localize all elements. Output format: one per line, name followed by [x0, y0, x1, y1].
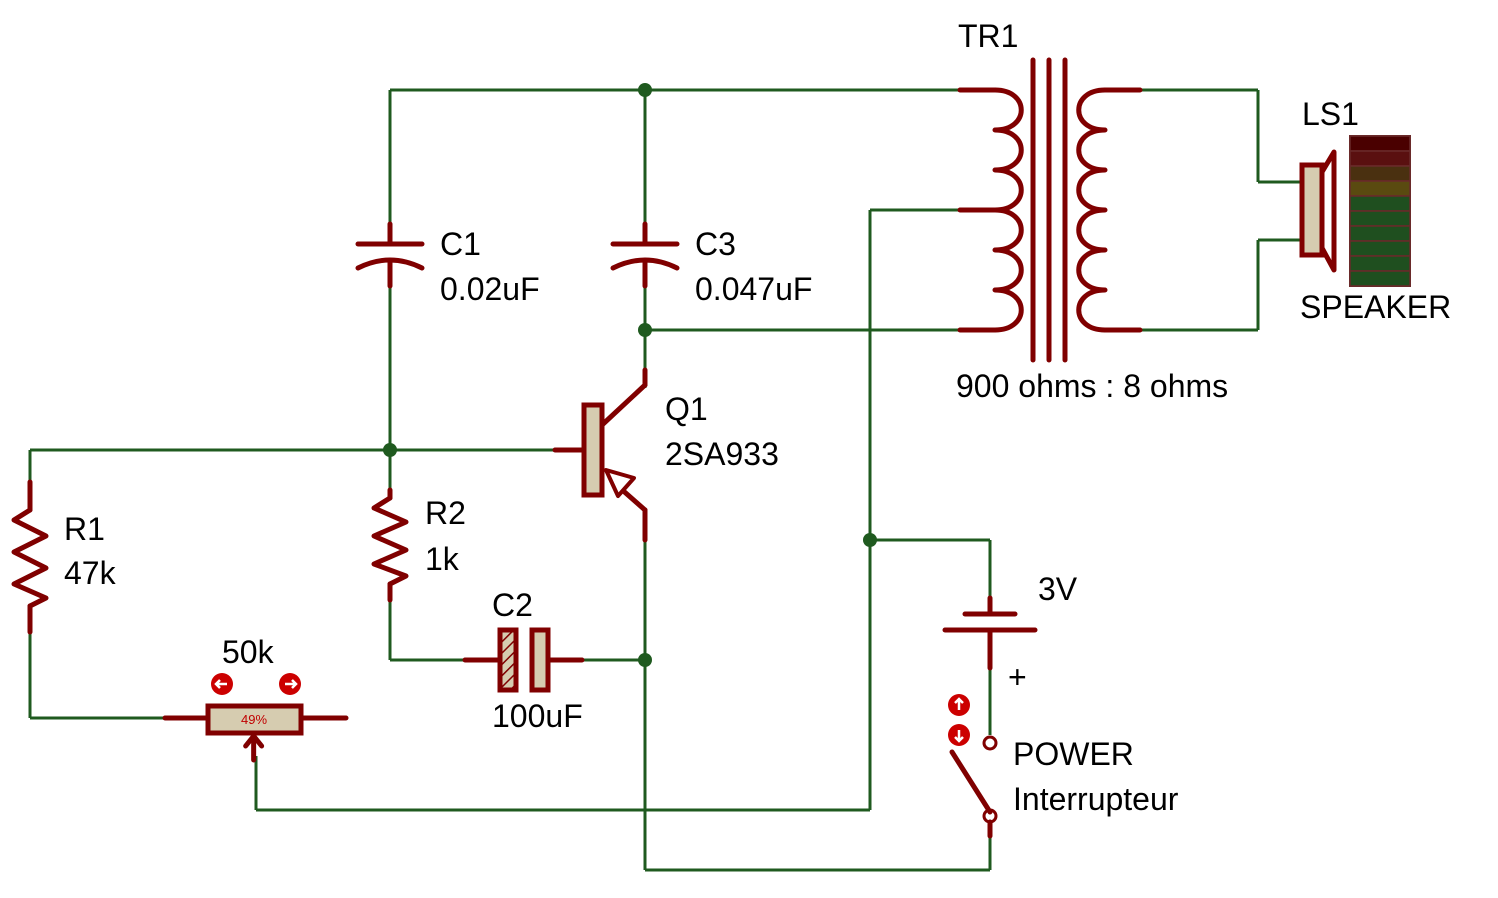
switch-value-label: Interrupteur — [1013, 781, 1179, 817]
level-meter-segment — [1349, 165, 1411, 182]
r2-ref-label: R2 — [425, 495, 466, 531]
junction-top — [638, 83, 652, 97]
capacitor-c3[interactable] — [610, 221, 680, 289]
tr1-value-label: 900 ohms : 8 ohms — [956, 368, 1228, 404]
arrow-left-icon — [214, 679, 227, 689]
c2-value-label: 100uF — [492, 698, 583, 734]
c3-value-label: 0.047uF — [695, 271, 812, 307]
resistor-r2[interactable] — [371, 487, 409, 603]
switch-ref-label: POWER — [1013, 736, 1134, 772]
q1-value-label: 2SA933 — [665, 436, 779, 472]
level-meter-segment — [1349, 225, 1411, 242]
c2-ref-label: C2 — [492, 587, 533, 623]
level-meter-segment — [1349, 210, 1411, 227]
speaker-level-meter — [1349, 135, 1411, 287]
potentiometer[interactable]: 49% — [162, 703, 349, 763]
pot-position-readout: 49% — [241, 712, 267, 727]
c3-ref-label: C3 — [695, 226, 736, 262]
battery-value-label: 3V — [1038, 571, 1078, 607]
switch-close-button[interactable] — [948, 694, 970, 716]
level-meter-segment — [1349, 240, 1411, 257]
ls1-value-label: SPEAKER — [1300, 289, 1451, 325]
pot-increase-button[interactable] — [279, 673, 301, 695]
c1-ref-label: C1 — [440, 226, 481, 262]
power-switch[interactable] — [949, 735, 998, 839]
level-meter-segment — [1349, 255, 1411, 272]
transformer-tr1[interactable] — [957, 57, 1143, 363]
battery-plus-label: + — [1008, 659, 1027, 695]
switch-open-button[interactable] — [948, 724, 970, 746]
q1-ref-label: Q1 — [665, 391, 708, 427]
speaker-ls1[interactable] — [1299, 149, 1337, 273]
junction-base — [383, 443, 397, 457]
transistor-q1[interactable] — [552, 367, 648, 543]
labels: TR1 900 ohms : 8 ohms LS1 SPEAKER C1 0.0… — [64, 18, 1451, 817]
junction-collector — [638, 323, 652, 337]
arrow-right-icon — [285, 679, 298, 689]
level-meter-segment — [1349, 135, 1411, 152]
ls1-ref-label: LS1 — [1302, 96, 1359, 132]
resistor-r1[interactable] — [11, 479, 49, 635]
capacitor-c1[interactable] — [355, 221, 425, 289]
capacitor-c2[interactable] — [462, 627, 585, 693]
level-meter-segment — [1349, 150, 1411, 167]
r1-value-label: 47k — [64, 555, 117, 591]
wires — [28, 88, 1302, 872]
pot-decrease-button[interactable] — [211, 673, 233, 695]
arrow-up-icon — [954, 697, 964, 710]
level-meter-segment — [1349, 195, 1411, 212]
c1-value-label: 0.02uF — [440, 271, 540, 307]
level-meter-segment — [1349, 180, 1411, 197]
r2-value-label: 1k — [425, 541, 460, 577]
junction-battery — [863, 533, 877, 547]
arrow-down-icon — [954, 730, 964, 743]
junction-emitter — [638, 653, 652, 667]
level-meter-segment — [1349, 270, 1411, 287]
r1-ref-label: R1 — [64, 511, 105, 547]
tr1-ref-label: TR1 — [958, 18, 1018, 54]
junction-dots — [383, 83, 877, 667]
battery-3v[interactable] — [942, 595, 1038, 671]
pot-value-label: 50k — [222, 634, 275, 670]
